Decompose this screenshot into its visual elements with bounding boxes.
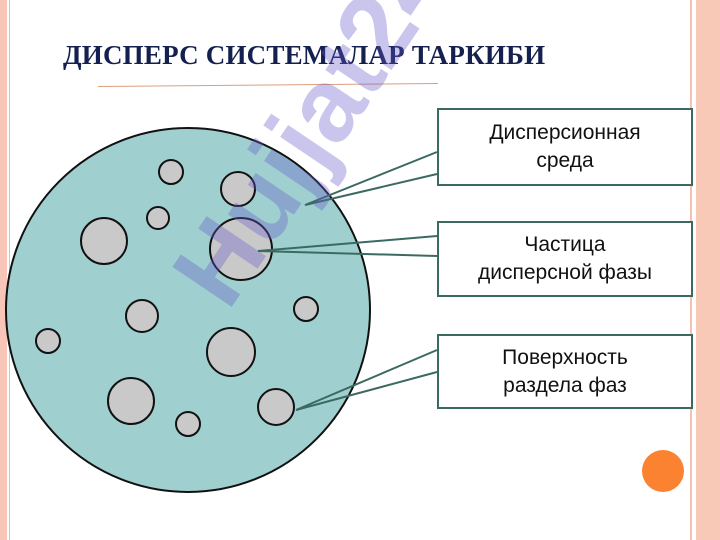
particle	[206, 327, 256, 377]
slide-title: ДИСПЕРС СИСТЕМАЛАР ТАРКИБИ	[63, 40, 546, 70]
label-line: среда	[536, 149, 594, 172]
particle	[257, 388, 295, 426]
particle	[293, 296, 319, 322]
particle	[35, 328, 61, 354]
label-phase-interface: Поверхность раздела фаз	[437, 334, 693, 409]
label-dispersion-medium: Дисперсионная среда	[437, 108, 693, 186]
callout-lines	[257, 151, 438, 411]
label-dispersed-particle: Частица дисперсной фазы	[437, 221, 693, 297]
callout-pointer-surface	[295, 349, 438, 411]
label-line: Частица	[524, 233, 606, 256]
particle	[80, 217, 128, 265]
left-border-stripe	[0, 0, 7, 540]
particle	[107, 377, 155, 425]
decorative-orange-dot	[642, 450, 684, 492]
label-line: Дисперсионная	[489, 121, 641, 144]
particle	[158, 159, 184, 185]
particle	[209, 217, 273, 281]
label-line: Поверхность	[502, 345, 628, 369]
particle	[175, 411, 201, 437]
particle	[220, 171, 256, 207]
right-border-stripe	[696, 0, 720, 540]
particle	[146, 206, 170, 230]
particle	[125, 299, 159, 333]
callout-pointer-medium	[304, 151, 438, 206]
callout-pointer-particle	[257, 235, 438, 257]
label-line: дисперсной фазы	[478, 261, 652, 284]
particles	[35, 159, 319, 437]
label-line: раздела фаз	[503, 373, 627, 397]
